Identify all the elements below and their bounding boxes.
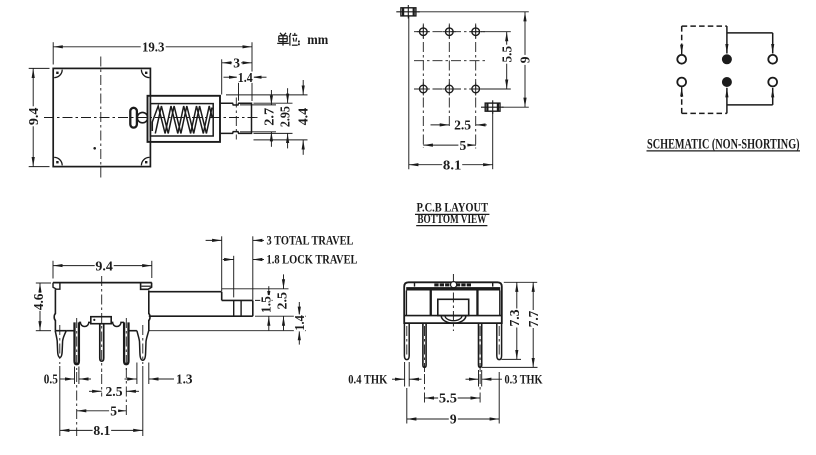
svg-text:2.5: 2.5 — [275, 292, 290, 310]
svg-text:P.C.B LAYOUT: P.C.B LAYOUT — [417, 201, 489, 215]
svg-text:1.3: 1.3 — [176, 371, 193, 386]
svg-text:1.8 LOCK TRAVEL: 1.8 LOCK TRAVEL — [267, 253, 358, 267]
svg-text:19.3: 19.3 — [142, 39, 165, 54]
svg-text:9.4: 9.4 — [95, 258, 113, 273]
svg-text:1.4: 1.4 — [238, 70, 253, 85]
svg-text:3: 3 — [233, 55, 240, 70]
svg-text:5: 5 — [110, 403, 117, 418]
svg-text:0.5: 0.5 — [44, 372, 58, 387]
svg-text:9.4: 9.4 — [26, 107, 41, 125]
svg-text:8.1: 8.1 — [93, 423, 110, 438]
svg-text:5.5: 5.5 — [439, 391, 457, 406]
svg-text:2.5: 2.5 — [454, 118, 471, 133]
svg-text:2.95: 2.95 — [278, 106, 293, 127]
svg-text:5.5: 5.5 — [499, 46, 514, 63]
svg-text:1.5: 1.5 — [259, 296, 274, 313]
svg-text:8.1: 8.1 — [443, 157, 462, 172]
svg-text:5: 5 — [460, 138, 467, 153]
svg-text:0.3 THK: 0.3 THK — [505, 372, 543, 386]
svg-text:2.5: 2.5 — [106, 384, 123, 399]
svg-text:4.6: 4.6 — [31, 293, 46, 310]
svg-text:0.4 THK: 0.4 THK — [348, 373, 387, 387]
svg-text:9: 9 — [518, 56, 533, 63]
svg-text:7.3: 7.3 — [507, 309, 522, 326]
svg-text:SCHEMATIC (NON-SHORTING): SCHEMATIC (NON-SHORTING) — [647, 137, 800, 153]
svg-text:1.4: 1.4 — [292, 315, 307, 331]
svg-text:2.7: 2.7 — [261, 108, 276, 126]
svg-text:4.4: 4.4 — [295, 108, 310, 126]
svg-text:BOTTOM VIEW: BOTTOM VIEW — [417, 212, 486, 226]
svg-text:mm: mm — [307, 32, 328, 47]
svg-text:7.7: 7.7 — [526, 311, 541, 328]
svg-text:9: 9 — [450, 412, 457, 427]
svg-text:3 TOTAL TRAVEL: 3 TOTAL TRAVEL — [267, 234, 354, 248]
